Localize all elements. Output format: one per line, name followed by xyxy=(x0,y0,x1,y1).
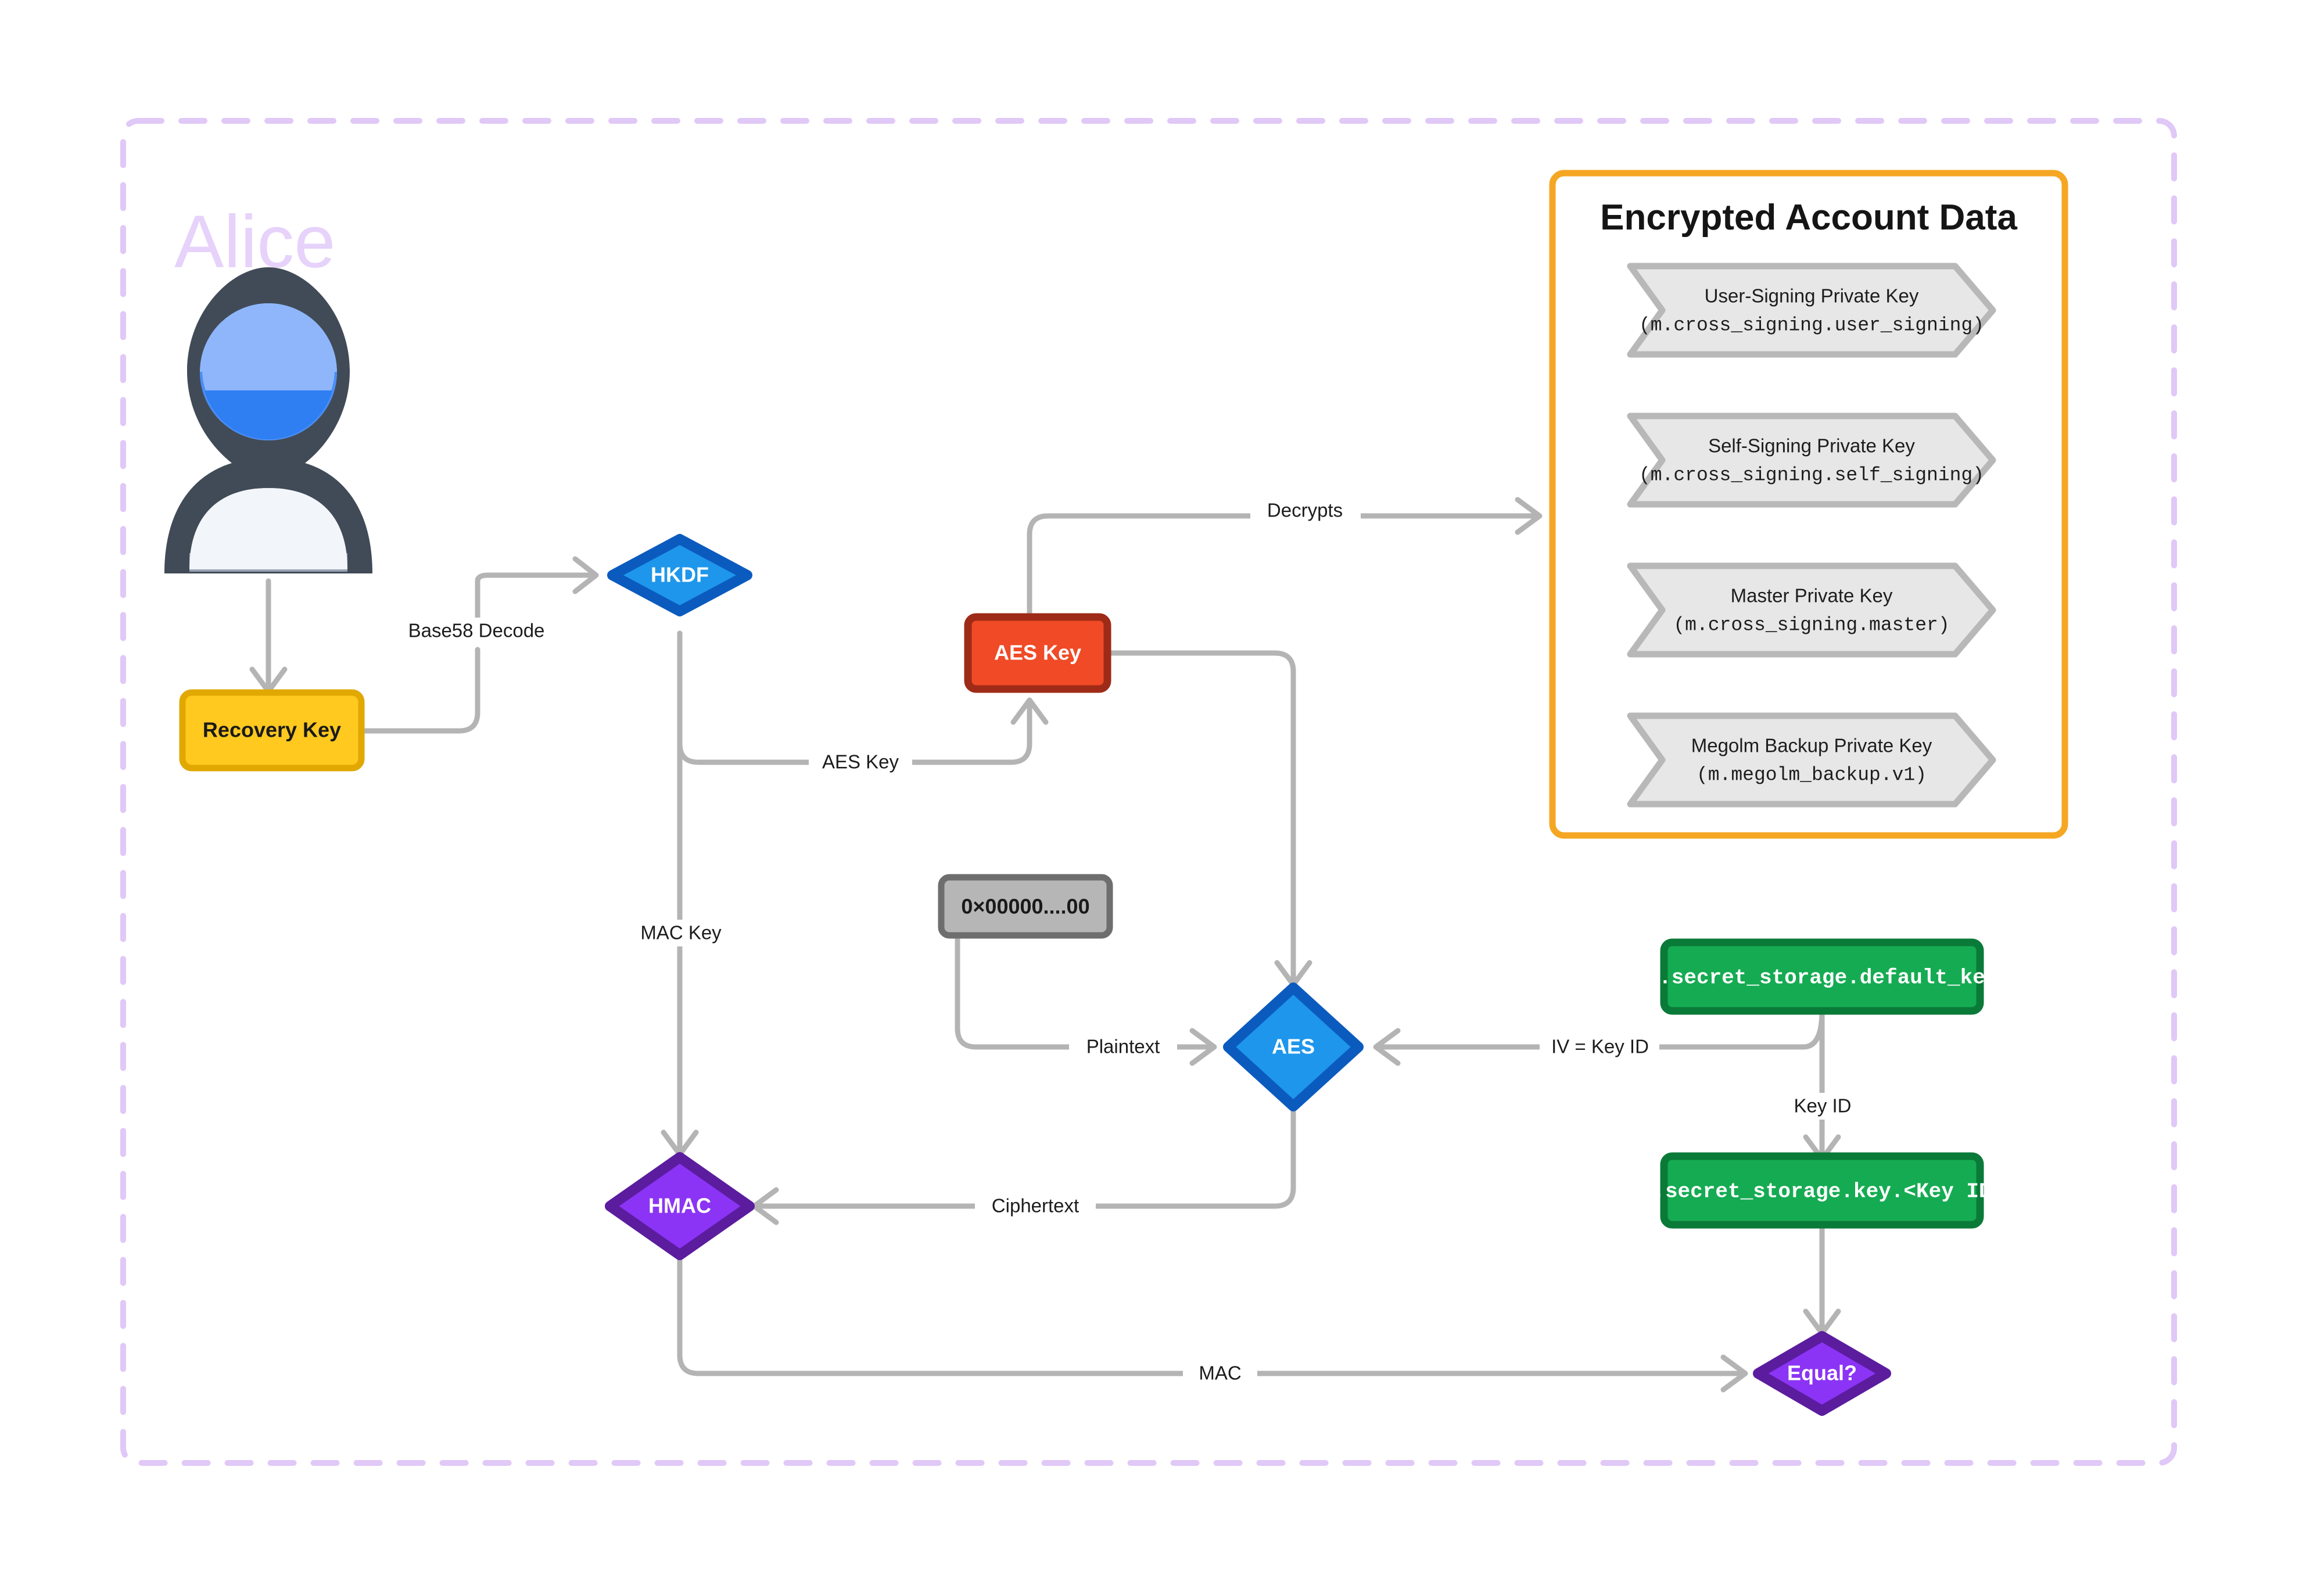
edge-label-plaintext: Plaintext xyxy=(1086,1036,1160,1057)
account-data-item[interactable]: User-Signing Private Key (m.cross_signin… xyxy=(1627,263,1996,358)
account-data-item-name: Master Private Key xyxy=(1731,585,1893,607)
account-data-item[interactable]: Master Private Key (m.cross_signing.mast… xyxy=(1627,562,1996,658)
edge-label-bg xyxy=(407,618,546,644)
edge-label-base58-decode: Base58 Decode xyxy=(408,620,545,641)
edge-label-ciphertext: Ciphertext xyxy=(992,1195,1079,1217)
node-aes[interactable]: AES xyxy=(1223,982,1364,1111)
edge-label-aes-key-1: AES Key xyxy=(822,751,899,773)
edge-alice-to-recovery xyxy=(249,578,288,694)
node-aes-key[interactable]: AES Key xyxy=(964,613,1111,693)
node-storage-key[interactable]: m.secret_storage.key.<Key ID> xyxy=(1640,1152,2004,1229)
edge-hmac-to-equal: MAC xyxy=(677,1249,1748,1393)
edge-storagekey-to-equal xyxy=(1803,1220,1841,1336)
node-aes-label: AES xyxy=(1272,1035,1315,1059)
node-storage-key-label: m.secret_storage.key.<Key ID> xyxy=(1640,1180,2004,1204)
alice-boundary-box xyxy=(120,118,2177,1466)
account-data-item-name: Self-Signing Private Key xyxy=(1708,435,1915,457)
edge-hkdf-to-aeskey: AES Key xyxy=(677,630,1049,776)
node-hkdf[interactable]: HKDF xyxy=(607,534,752,616)
edge-hkdf-to-hmac: MAC Key xyxy=(630,630,733,1157)
node-recovery-key-label: Recovery Key xyxy=(203,718,341,742)
account-data-item-name: User-Signing Private Key xyxy=(1705,285,1919,307)
account-data-item-id: (m.cross_signing.user_signing) xyxy=(1639,315,1984,336)
node-default-key[interactable]: m.secret_storage.default_key xyxy=(1647,938,1998,1015)
edge-aeskey-to-accountdata: Decrypts xyxy=(1027,497,1543,620)
node-equal-label: Equal? xyxy=(1787,1361,1857,1385)
node-hmac[interactable]: HMAC xyxy=(605,1152,755,1260)
edge-label-mac-key: MAC Key xyxy=(640,922,722,944)
account-data-item[interactable]: Megolm Backup Private Key (m.megolm_back… xyxy=(1627,712,1996,808)
account-data-item[interactable]: Self-Signing Private Key (m.cross_signin… xyxy=(1627,413,1996,508)
node-aes-key-label: AES Key xyxy=(994,641,1081,665)
edge-defaultkey-to-aes: IV = Key ID xyxy=(1373,1008,1825,1066)
encrypted-account-data-panel: Encrypted Account Data User-Signing Priv… xyxy=(1549,170,2068,839)
encrypted-account-data-title: Encrypted Account Data xyxy=(1600,198,2017,238)
node-hmac-label: HMAC xyxy=(648,1194,711,1218)
node-default-key-label: m.secret_storage.default_key xyxy=(1647,966,1998,990)
node-hkdf-label: HKDF xyxy=(651,563,709,587)
node-recovery-key[interactable]: Recovery Key xyxy=(179,689,365,772)
edge-label-iv-key-id: IV = Key ID xyxy=(1551,1036,1649,1057)
account-data-item-id: (m.megolm_backup.v1) xyxy=(1697,765,1927,786)
edge-recovery-to-hkdf: Base58 Decode xyxy=(358,556,599,734)
account-data-item-name: Megolm Backup Private Key xyxy=(1691,735,1932,756)
edge-label-decrypts: Decrypts xyxy=(1267,500,1343,521)
user-avatar-icon xyxy=(164,267,372,573)
account-data-item-id: (m.cross_signing.master) xyxy=(1673,615,1949,636)
edge-aeskey-to-aes xyxy=(1101,650,1312,988)
edge-label-mac: MAC xyxy=(1199,1362,1241,1384)
edge-label-key-id: Key ID xyxy=(1794,1095,1851,1117)
node-equal[interactable]: Equal? xyxy=(1753,1331,1891,1416)
node-plaintext[interactable]: 0×00000....00 xyxy=(938,874,1113,939)
account-data-item-id: (m.cross_signing.self_signing) xyxy=(1639,465,1984,486)
edge-defaultkey-to-storagekey: Key ID xyxy=(1781,1008,1864,1162)
edge-aes-to-hmac: Ciphertext xyxy=(751,1084,1296,1225)
edge-plaintext-to-aes: Plaintext xyxy=(955,932,1217,1066)
node-plaintext-label: 0×00000....00 xyxy=(961,895,1089,919)
